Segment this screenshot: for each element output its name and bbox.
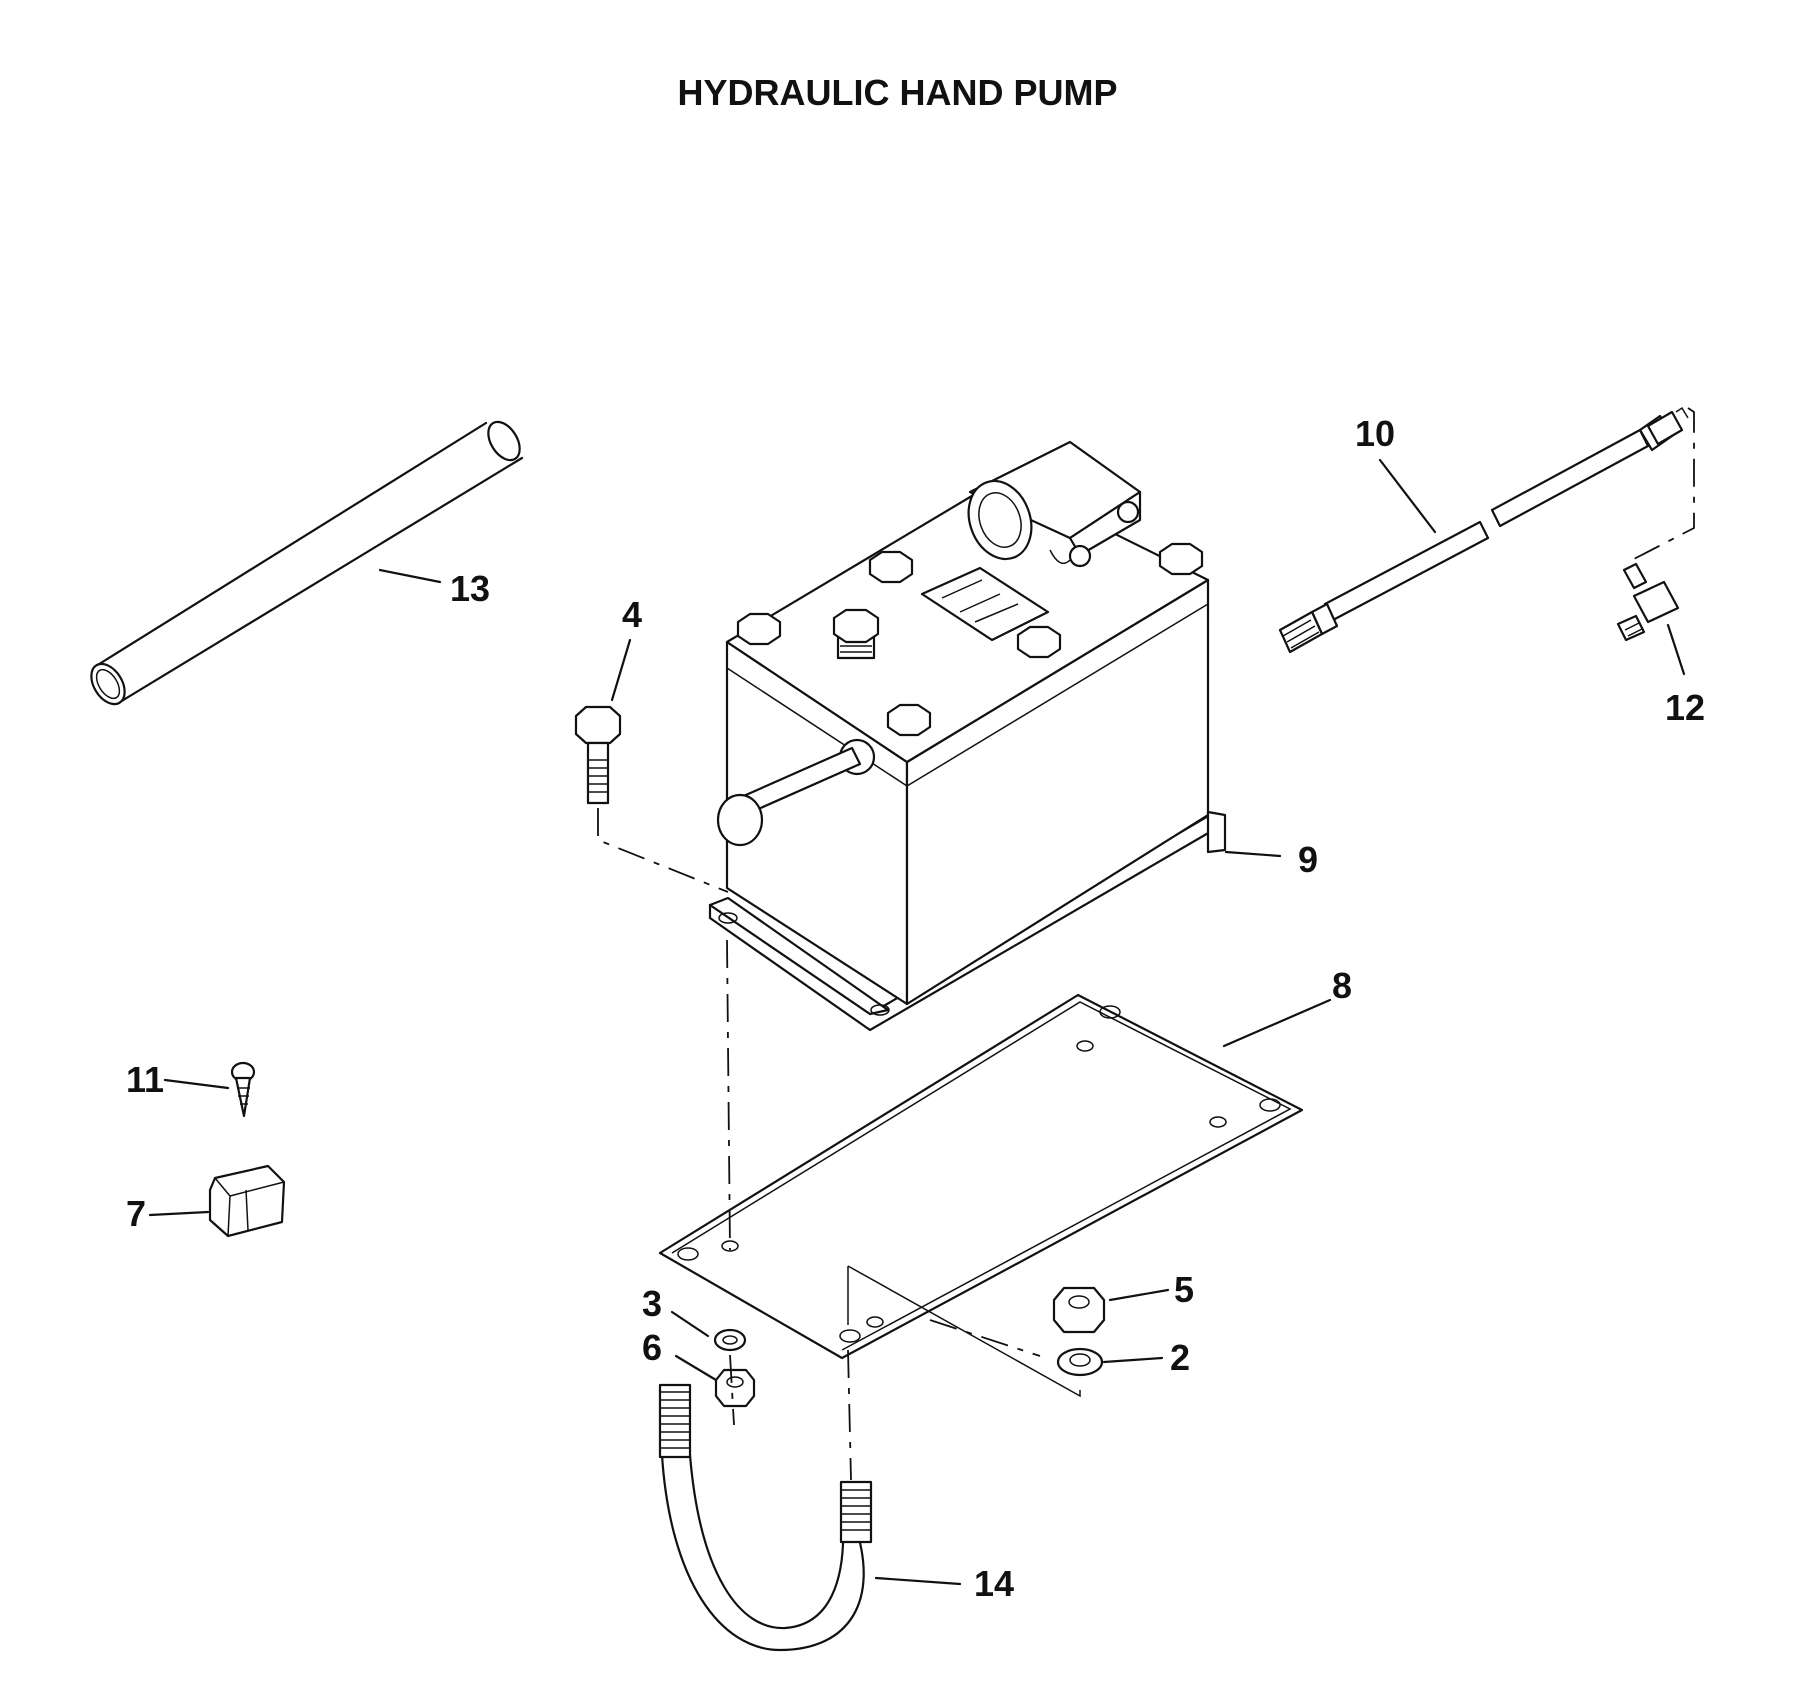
- callout-13: 13: [450, 568, 490, 609]
- part-6-nut: [714, 1368, 756, 1408]
- callout-6: 6: [642, 1327, 662, 1368]
- callout-5: 5: [1174, 1269, 1194, 1310]
- leader-lines: [148, 458, 1686, 1586]
- part-14-u-bolt: [658, 1383, 873, 1652]
- callout-4: 4: [622, 594, 642, 635]
- assembly-centerlines: [597, 808, 1041, 1481]
- callout-11: 11: [126, 1059, 164, 1100]
- callout-14: 14: [974, 1563, 1014, 1604]
- callout-9: 9: [1298, 839, 1318, 880]
- part-9-pump-body: [708, 440, 1227, 1032]
- part-2-flat-washer: [1056, 1347, 1104, 1377]
- callout-8: 8: [1332, 965, 1352, 1006]
- diagram-title: HYDRAULIC HAND PUMP: [677, 72, 1118, 113]
- callout-3: 3: [642, 1283, 662, 1324]
- part-11-screw: [230, 1061, 256, 1118]
- part-12-tee-fitting: [1616, 562, 1680, 642]
- part-10-hose: [1278, 406, 1689, 654]
- callout-10: 10: [1355, 413, 1395, 454]
- callout-12: 12: [1665, 687, 1705, 728]
- part-7-clip: [208, 1164, 286, 1238]
- part-5-nut: [1052, 1286, 1106, 1334]
- part-4-bolt: [574, 705, 622, 805]
- part-3-lock-washer: [713, 1328, 747, 1352]
- callout-7: 7: [126, 1193, 146, 1234]
- part-13-handle-tube: [90, 420, 524, 706]
- callout-2: 2: [1170, 1337, 1190, 1378]
- part-8-mounting-plate: [658, 993, 1304, 1398]
